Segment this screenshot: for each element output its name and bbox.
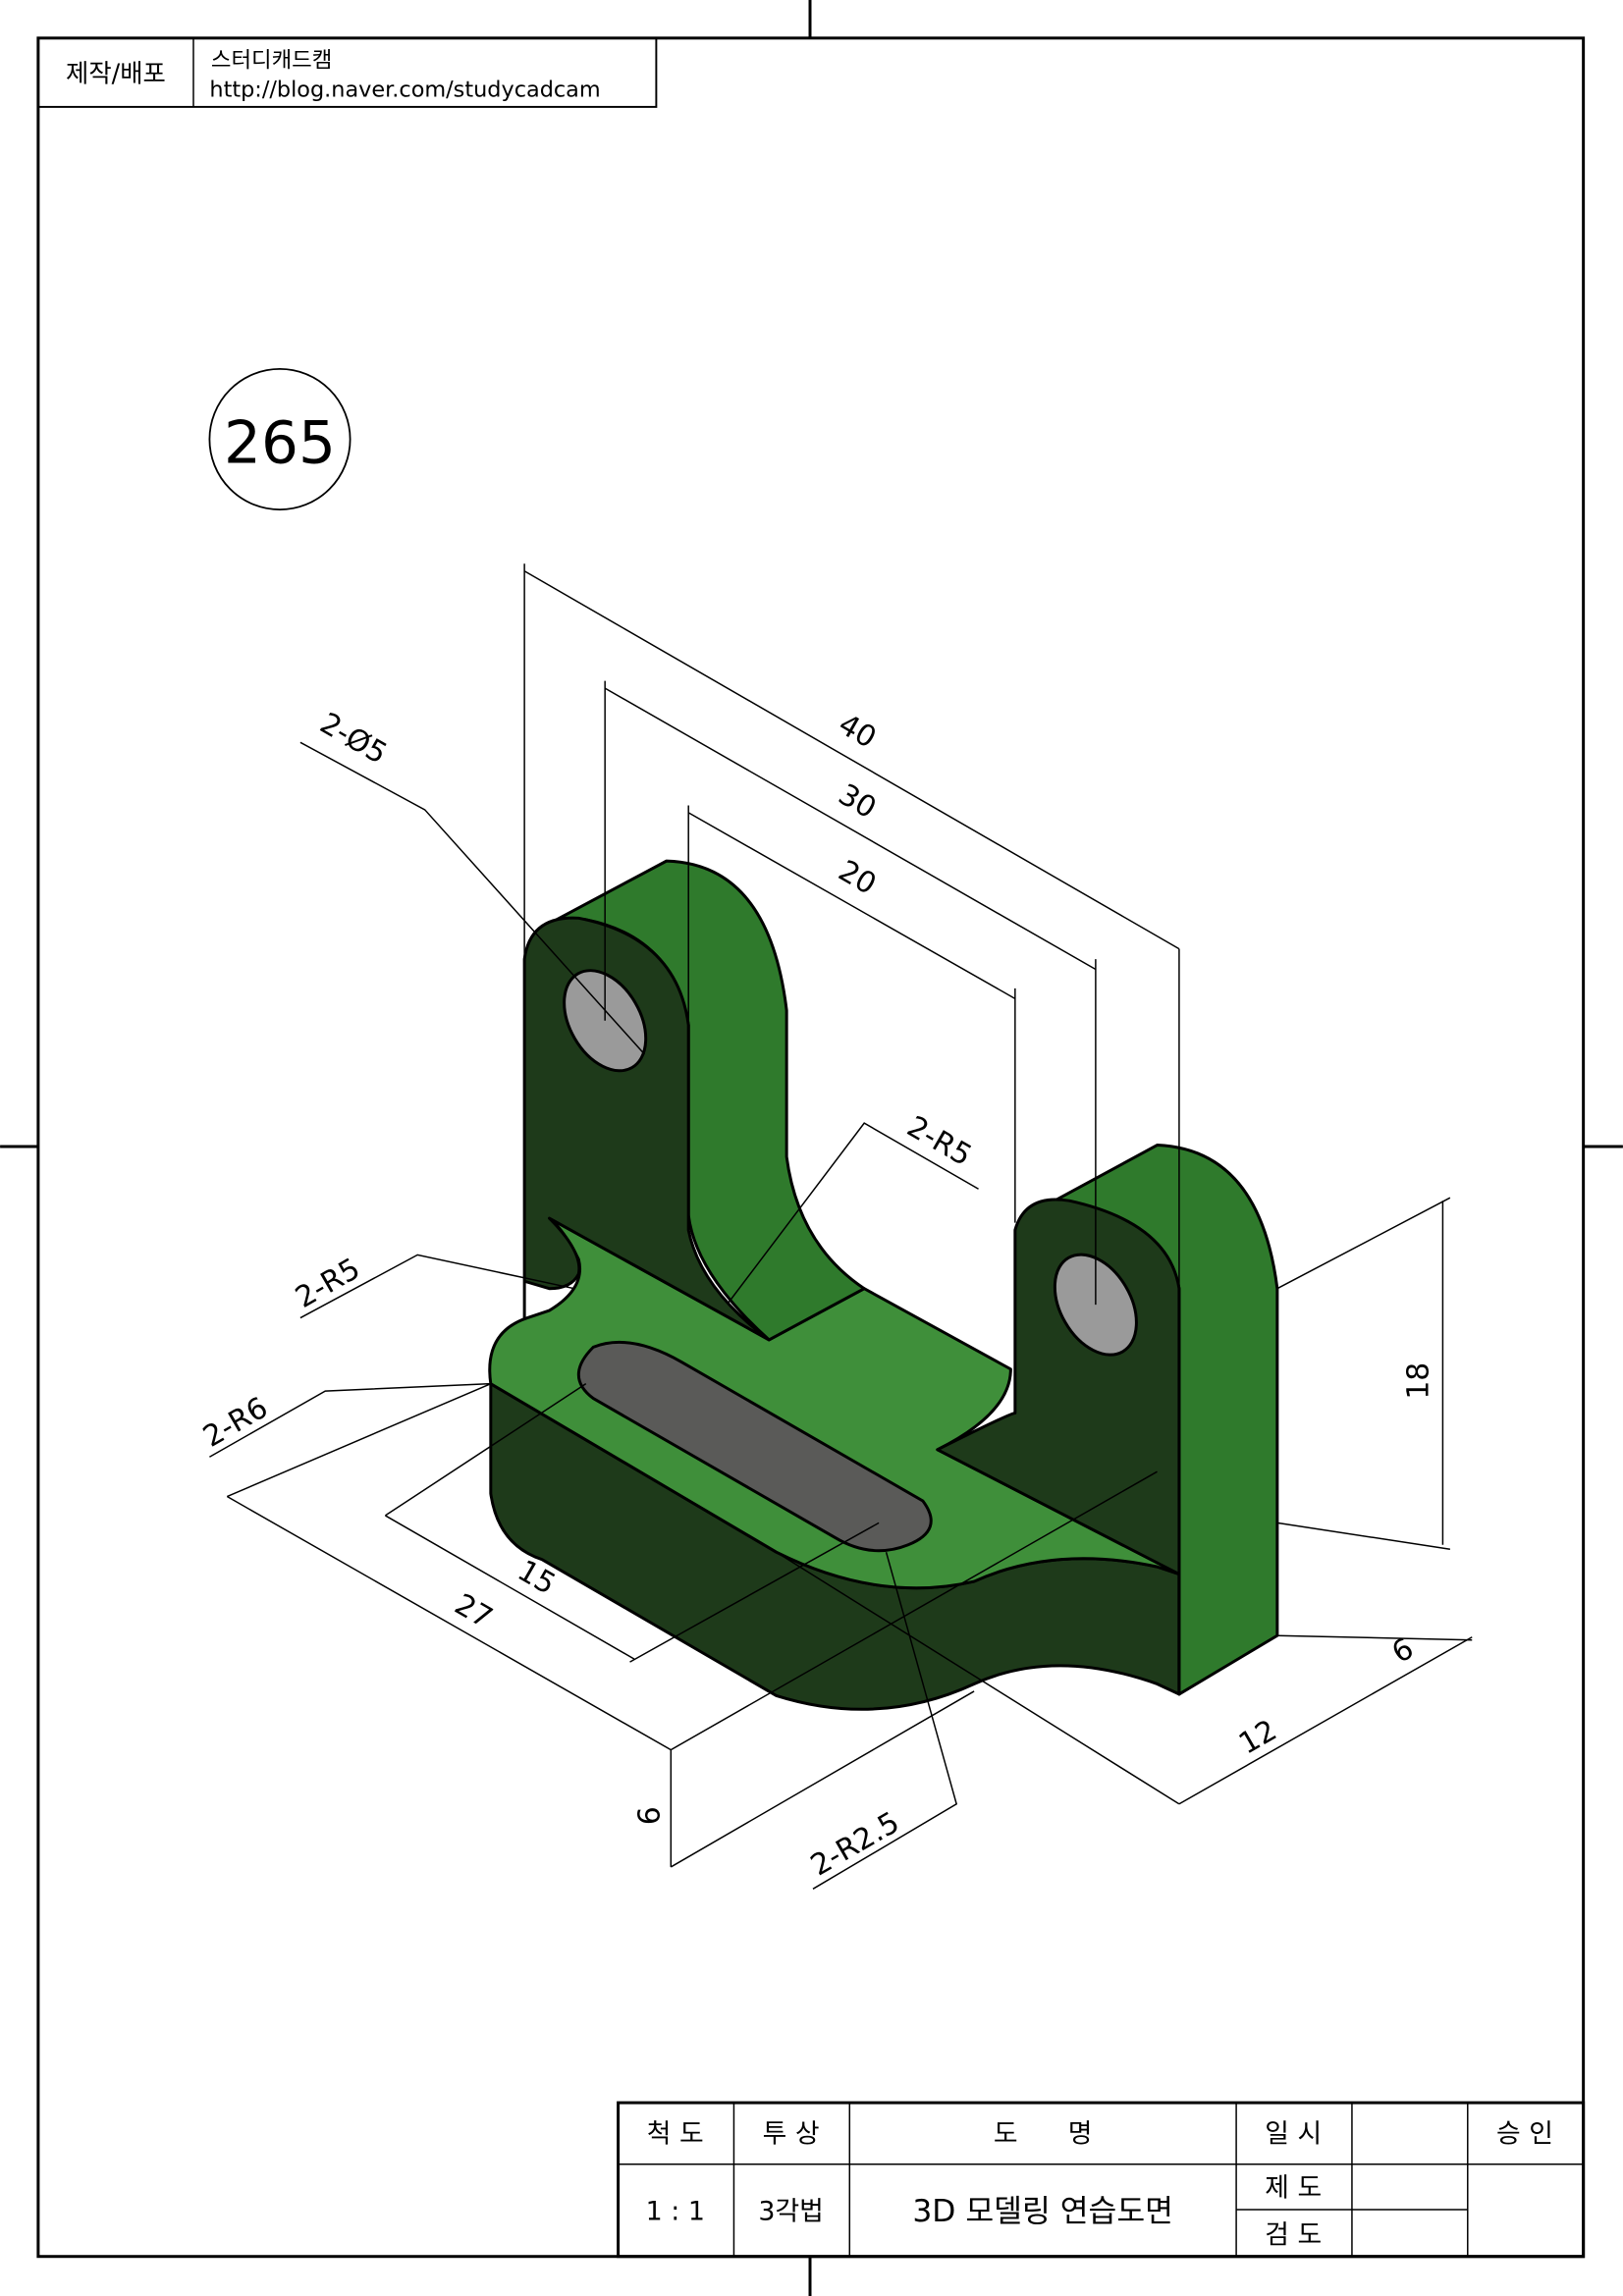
dim-r2-5: 2-R2.5 bbox=[805, 1805, 905, 1883]
slot bbox=[577, 1340, 933, 1553]
dim-r5-left: 2-R5 bbox=[290, 1252, 366, 1315]
dim-hole-diameter: 2-Ø5 bbox=[314, 706, 393, 771]
dim-6-left: 6 bbox=[632, 1806, 667, 1825]
scale-value: 1 : 1 bbox=[646, 2196, 705, 2226]
scale-label: 척 도 bbox=[647, 2118, 704, 2149]
dim-30: 30 bbox=[833, 777, 882, 826]
dim-6-right: 6 bbox=[1386, 1631, 1420, 1671]
dim-12: 12 bbox=[1233, 1713, 1282, 1761]
author-box: 제작/배포 스터디캐드캠 http://blog.naver.com/study… bbox=[36, 36, 658, 108]
author-name: 스터디캐드캠 bbox=[211, 48, 332, 74]
dim-r6: 2-R6 bbox=[197, 1391, 274, 1455]
dim-27: 27 bbox=[449, 1587, 498, 1635]
date-label: 일 시 bbox=[1265, 2118, 1322, 2149]
drawing-number-circle bbox=[208, 368, 352, 511]
dim-18: 18 bbox=[1402, 1362, 1436, 1400]
checked-label: 검 도 bbox=[1265, 2219, 1322, 2250]
base-top-face bbox=[488, 1216, 1181, 1590]
dim-20: 20 bbox=[833, 854, 882, 902]
author-url[interactable]: http://blog.naver.com/studycadcam bbox=[209, 77, 600, 102]
projection-label: 투 상 bbox=[763, 2118, 820, 2149]
drawn-label: 제 도 bbox=[1265, 2173, 1322, 2204]
isometric-part bbox=[488, 859, 1279, 1711]
approval-label: 승 인 bbox=[1496, 2118, 1553, 2149]
dimension-lines bbox=[209, 563, 1473, 1890]
dim-r5-upper: 2-R5 bbox=[901, 1109, 978, 1173]
sheet-border bbox=[36, 36, 1586, 2259]
author-label: 제작/배포 bbox=[66, 59, 166, 88]
projection-value: 3각법 bbox=[758, 2196, 823, 2226]
title-block: 척 도 투 상 도 명 일 시 승 인 1 : 1 3각법 3D 모델링 연습도… bbox=[617, 2101, 1586, 2259]
dim-40: 40 bbox=[833, 707, 882, 755]
name-label: 도 명 bbox=[994, 2118, 1093, 2149]
drawing-name: 3D 모델링 연습도면 bbox=[912, 2194, 1173, 2229]
drawing-number: 265 bbox=[224, 409, 336, 477]
